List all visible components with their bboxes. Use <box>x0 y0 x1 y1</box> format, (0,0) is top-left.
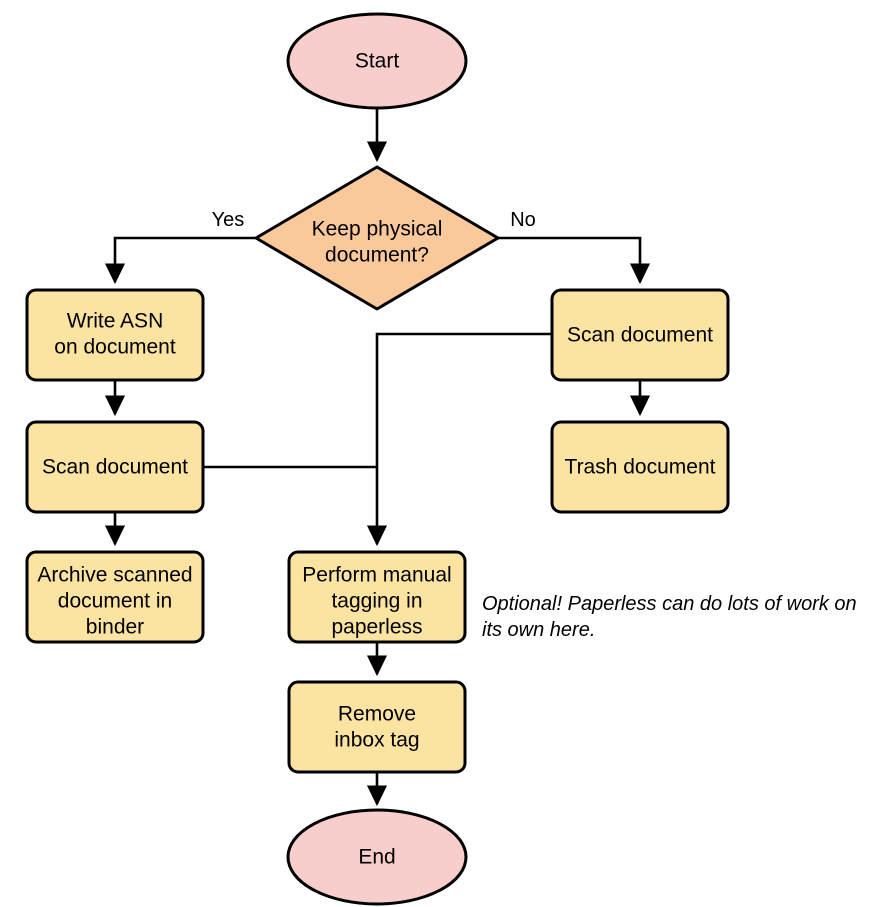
tagging-label-line-3: paperless <box>331 616 422 639</box>
remove-inbox-label-line-2: inbox tag <box>334 729 419 752</box>
tagging-label-line-2: tagging in <box>331 590 422 613</box>
node-keep-physical-document-decision[interactable]: Keep physical document? <box>254 165 500 311</box>
trash-document-label: Trash document <box>565 456 716 479</box>
scan-document-left-label: Scan document <box>42 456 188 479</box>
edge-line <box>498 236 651 285</box>
node-archive-scanned-document-in-binder[interactable]: Archive scanned document in binder <box>25 550 205 644</box>
edge-label-no: No <box>510 209 536 231</box>
trash-document-box[interactable] <box>550 420 730 514</box>
decision-label-line-2: document? <box>325 244 429 267</box>
start-ellipse[interactable] <box>286 12 468 110</box>
node-remove-inbox-tag[interactable]: Remove inbox tag <box>287 680 467 774</box>
archive-box[interactable] <box>25 550 205 644</box>
remove-inbox-label-line-1: Remove <box>338 703 416 726</box>
node-scan-document-right[interactable]: Scan document <box>550 288 730 382</box>
scan-document-left-box[interactable] <box>25 420 205 514</box>
optional-note-line-2: its own here. <box>482 619 595 641</box>
decision-label-line-1: Keep physical <box>312 218 443 241</box>
node-trash-document[interactable]: Trash document <box>550 420 730 514</box>
optional-note-line-1: Optional! Paperless can do lots of work … <box>482 593 857 615</box>
node-scan-document-left[interactable]: Scan document <box>25 420 205 514</box>
remove-inbox-tag-box[interactable] <box>287 680 467 774</box>
start-label: Start <box>355 50 400 73</box>
decision-diamond[interactable] <box>254 165 500 311</box>
end-label: End <box>358 846 395 869</box>
node-start[interactable]: Start <box>286 12 468 110</box>
archive-label-line-1: Archive scanned <box>37 564 192 587</box>
write-asn-box[interactable] <box>25 288 205 382</box>
edge-decision-no-to-scan-right: No <box>498 209 651 285</box>
edge-scan-right-to-tagging <box>366 332 552 547</box>
scan-document-right-box[interactable] <box>550 288 730 382</box>
edge-label-yes: Yes <box>212 209 245 231</box>
optional-note: Optional! Paperless can do lots of work … <box>482 593 857 641</box>
archive-label-line-2: document in <box>58 590 172 613</box>
edge-decision-yes-to-write-asn: Yes <box>104 209 256 285</box>
write-asn-label-line-1: Write ASN <box>67 310 163 333</box>
node-perform-manual-tagging-in-paperless[interactable]: Perform manual tagging in paperless <box>287 550 467 644</box>
tagging-box[interactable] <box>287 550 467 644</box>
end-ellipse[interactable] <box>286 808 468 906</box>
node-write-asn-on-document[interactable]: Write ASN on document <box>25 288 205 382</box>
tagging-label-line-1: Perform manual <box>302 564 451 587</box>
node-end[interactable]: End <box>286 808 468 906</box>
archive-label-line-3: binder <box>86 616 144 639</box>
write-asn-label-line-2: on document <box>54 336 176 359</box>
scan-document-right-label: Scan document <box>567 324 713 347</box>
edge-line <box>366 332 552 547</box>
edge-line <box>104 236 256 285</box>
